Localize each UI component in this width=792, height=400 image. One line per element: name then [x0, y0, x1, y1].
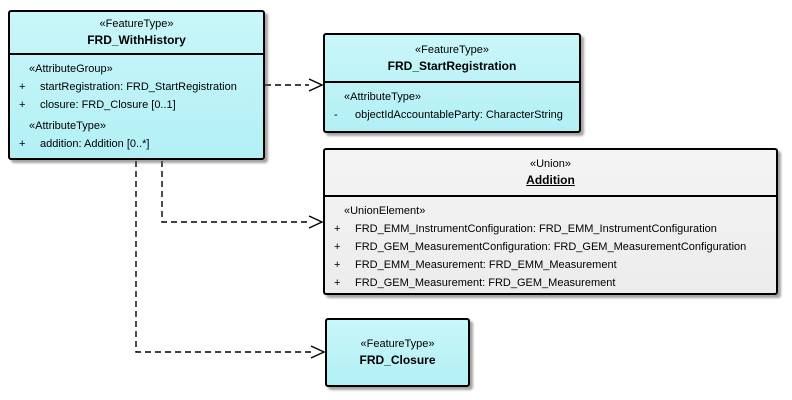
attribute-text: objectIdAccountableParty: CharacterStrin…: [355, 109, 563, 121]
section-stereotype: «AttributeGroup»: [29, 63, 113, 75]
class-header: «Union» Addition: [325, 150, 776, 197]
dependency-arrow-to-frd-startregistration[interactable]: [265, 78, 324, 92]
visibility-marker: -: [334, 109, 338, 121]
attribute-row[interactable]: + FRD_GEM_Measurement: FRD_GEM_Measureme…: [325, 274, 776, 292]
stereotype-label: «FeatureType»: [99, 18, 174, 30]
open-arrowhead-icon: [308, 78, 324, 92]
class-box-frd-closure[interactable]: «FeatureType» FRD_Closure: [325, 318, 470, 387]
visibility-marker: +: [19, 81, 26, 93]
section-stereotype: «UnionElement»: [344, 205, 426, 217]
attribute-row[interactable]: + FRD_EMM_InstrumentConfiguration: FRD_E…: [325, 220, 776, 238]
attribute-text: FRD_GEM_MeasurementConfiguration: FRD_GE…: [355, 241, 747, 253]
attribute-compartment: «UnionElement» + FRD_EMM_InstrumentConfi…: [325, 197, 776, 293]
section-stereotype: «AttributeType»: [29, 120, 107, 132]
attribute-row[interactable]: + addition: Addition [0..*]: [10, 135, 263, 153]
stereotype-label: «FeatureType»: [415, 43, 489, 56]
class-name: FRD_WithHistory: [87, 33, 186, 47]
attribute-row[interactable]: + startRegistration: FRD_StartRegistrati…: [10, 78, 263, 96]
visibility-marker: +: [334, 241, 341, 253]
stereotype-label: «Union»: [530, 158, 571, 170]
class-name: FRD_Closure: [359, 353, 436, 367]
class-box-frd-startregistration[interactable]: «FeatureType» FRD_StartRegistration «Att…: [323, 33, 581, 133]
open-arrowhead-icon: [310, 345, 326, 359]
attribute-row[interactable]: + FRD_EMM_Measurement: FRD_EMM_Measureme…: [325, 256, 776, 274]
class-name: FRD_StartRegistration: [387, 58, 517, 73]
class-header: «FeatureType» FRD_Closure: [327, 320, 468, 385]
visibility-marker: +: [334, 223, 341, 235]
attribute-text: closure: FRD_Closure [0..1]: [40, 99, 176, 111]
attribute-text: FRD_GEM_Measurement: FRD_GEM_Measurement: [355, 277, 616, 289]
attribute-text: FRD_EMM_Measurement: FRD_EMM_Measurement: [355, 259, 617, 271]
class-header: «FeatureType» FRD_StartRegistration: [325, 35, 579, 83]
visibility-marker: +: [19, 99, 26, 111]
class-name: Addition: [526, 173, 575, 187]
class-header: «FeatureType» FRD_WithHistory: [10, 12, 263, 55]
attribute-row[interactable]: + closure: FRD_Closure [0..1]: [10, 96, 263, 114]
attribute-row[interactable]: - objectIdAccountableParty: CharacterStr…: [325, 106, 579, 124]
attribute-text: startRegistration: FRD_StartRegistration: [40, 81, 237, 93]
attribute-text: FRD_EMM_InstrumentConfiguration: FRD_EMM…: [355, 223, 717, 235]
visibility-marker: +: [19, 138, 26, 150]
attribute-compartment: «AttributeGroup» + startRegistration: FR…: [10, 55, 263, 158]
attribute-text: addition: Addition [0..*]: [40, 138, 150, 150]
class-box-addition[interactable]: «Union» Addition «UnionElement» + FRD_EM…: [323, 148, 778, 295]
visibility-marker: +: [334, 259, 341, 271]
section-stereotype: «AttributeType»: [344, 91, 422, 103]
dependency-arrow-to-addition[interactable]: [161, 161, 324, 229]
stereotype-label: «FeatureType»: [360, 338, 435, 350]
attribute-compartment: «AttributeType» - objectIdAccountablePar…: [325, 83, 579, 131]
class-box-frd-withhistory[interactable]: «FeatureType» FRD_WithHistory «Attribute…: [8, 10, 265, 160]
attribute-row[interactable]: + FRD_GEM_MeasurementConfiguration: FRD_…: [325, 238, 776, 256]
visibility-marker: +: [334, 277, 341, 289]
dependency-arrow-to-frd-closure[interactable]: [135, 161, 326, 359]
open-arrowhead-icon: [308, 215, 324, 229]
